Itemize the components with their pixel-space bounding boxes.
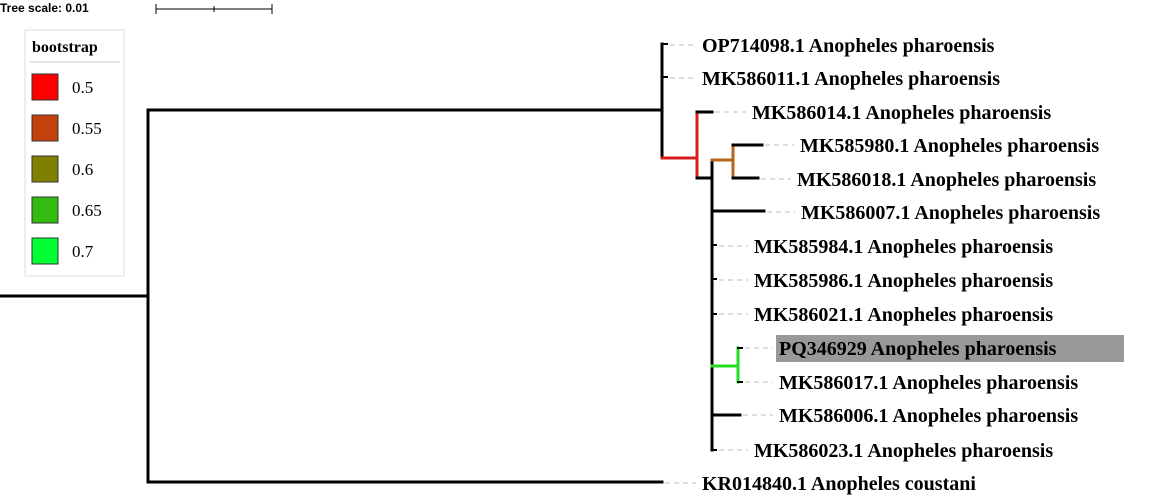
- leaf-label: MK586011.1 Anopheles pharoensis: [702, 68, 1000, 90]
- tree-scale-bar: [155, 4, 273, 14]
- legend-title: bootstrap: [32, 39, 98, 56]
- tree-branches: [0, 42, 766, 484]
- leaf-connectors: [665, 44, 795, 484]
- leaf-label: MK586018.1 Anopheles pharoensis: [797, 169, 1096, 191]
- leaf-highlight: [776, 335, 1124, 362]
- leaf-label: MK586007.1 Anopheles pharoensis: [801, 202, 1100, 224]
- legend-label: 0.65: [72, 201, 102, 220]
- tree-scale: Tree scale: 0.01: [0, 1, 273, 15]
- leaf-label: MK585986.1 Anopheles pharoensis: [754, 270, 1053, 292]
- legend-label: 0.6: [72, 160, 93, 179]
- leaf-label: MK586017.1 Anopheles pharoensis: [779, 372, 1078, 394]
- legend-swatch: [31, 155, 59, 183]
- leaf-label: PQ346929 Anopheles pharoensis: [779, 338, 1057, 360]
- legend-swatch: [31, 237, 59, 265]
- leaf-label: OP714098.1 Anopheles pharoensis: [702, 35, 995, 57]
- leaf-label: MK585980.1 Anopheles pharoensis: [800, 135, 1099, 157]
- legend-label: 0.55: [72, 119, 102, 138]
- legend-label: 0.7: [72, 242, 94, 261]
- leaf-label: MK586014.1 Anopheles pharoensis: [752, 102, 1051, 124]
- legend-label: 0.5: [72, 78, 93, 97]
- leaf-label: MK585984.1 Anopheles pharoensis: [754, 236, 1053, 258]
- leaf-label: MK586023.1 Anopheles pharoensis: [754, 440, 1053, 462]
- legend-swatch: [31, 196, 59, 224]
- legend-items: 0.5 0.55 0.6 0.65 0.7: [31, 73, 102, 265]
- tree-scale-label: Tree scale: 0.01: [0, 1, 89, 15]
- leaf-label: KR014840.1 Anopheles coustani: [702, 473, 976, 495]
- leaf-labels: OP714098.1 Anopheles pharoensisMK586011.…: [702, 35, 1124, 495]
- leaf-label: MK586006.1 Anopheles pharoensis: [779, 405, 1078, 427]
- legend-swatch: [31, 114, 59, 142]
- legend-swatch: [31, 73, 59, 101]
- legend-box: [24, 29, 125, 277]
- leaf-label: MK586021.1 Anopheles pharoensis: [754, 304, 1053, 326]
- legend: bootstrap 0.5 0.55 0.6 0.65 0.7: [24, 29, 125, 277]
